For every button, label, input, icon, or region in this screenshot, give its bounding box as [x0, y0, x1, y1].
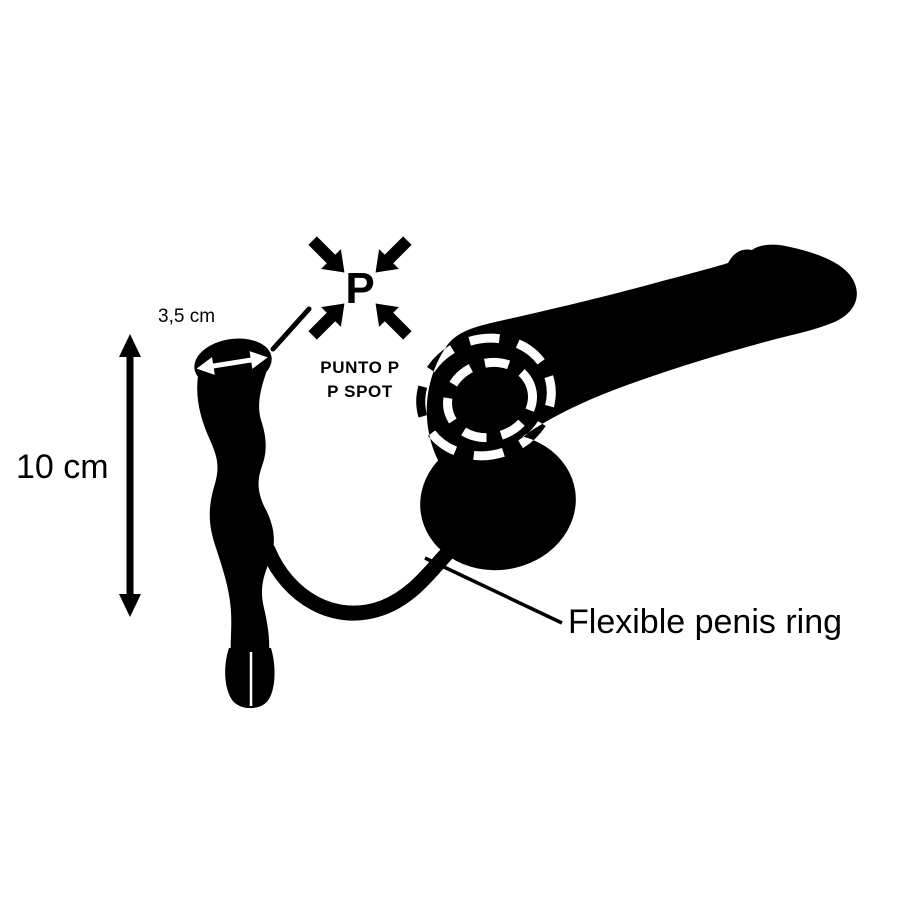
plug-silhouette — [194, 338, 275, 709]
length-label: 10 cm — [16, 448, 109, 486]
height-arrowhead-top — [119, 334, 141, 357]
ring-position-dashed-outline — [416, 333, 556, 461]
p-arrow-top-right — [375, 236, 412, 273]
p-arrow-bottom-right — [375, 303, 412, 340]
ring-leader-line — [424, 556, 563, 625]
height-arrowhead-bottom — [119, 594, 141, 617]
flexible-ring-band — [260, 542, 458, 621]
plug-body — [197, 370, 274, 655]
p-spot-icon — [308, 236, 412, 340]
scrotum-silhouette — [420, 433, 576, 571]
p-arrow-top-left — [308, 236, 345, 273]
penis-silhouette — [420, 244, 857, 571]
dashed-ring-inner-overlay — [443, 357, 537, 443]
tip-leader-line — [270, 306, 312, 352]
width-arrowhead-right — [249, 351, 268, 369]
width-arrowhead-left — [196, 357, 215, 375]
p-letter: P — [345, 264, 374, 313]
dashed-ring-outer-overlay — [416, 333, 556, 461]
p-arrow-bottom-left — [308, 303, 345, 340]
width-dimension-arrow — [196, 351, 268, 375]
tip-width-label: 3,5 cm — [158, 306, 215, 327]
height-dimension-arrow — [119, 334, 141, 617]
shaft-silhouette — [426, 244, 857, 472]
punto-p-label: PUNTO P — [320, 358, 399, 377]
p-spot-label: P SPOT — [327, 382, 393, 401]
ring-label: Flexible penis ring — [568, 603, 842, 641]
